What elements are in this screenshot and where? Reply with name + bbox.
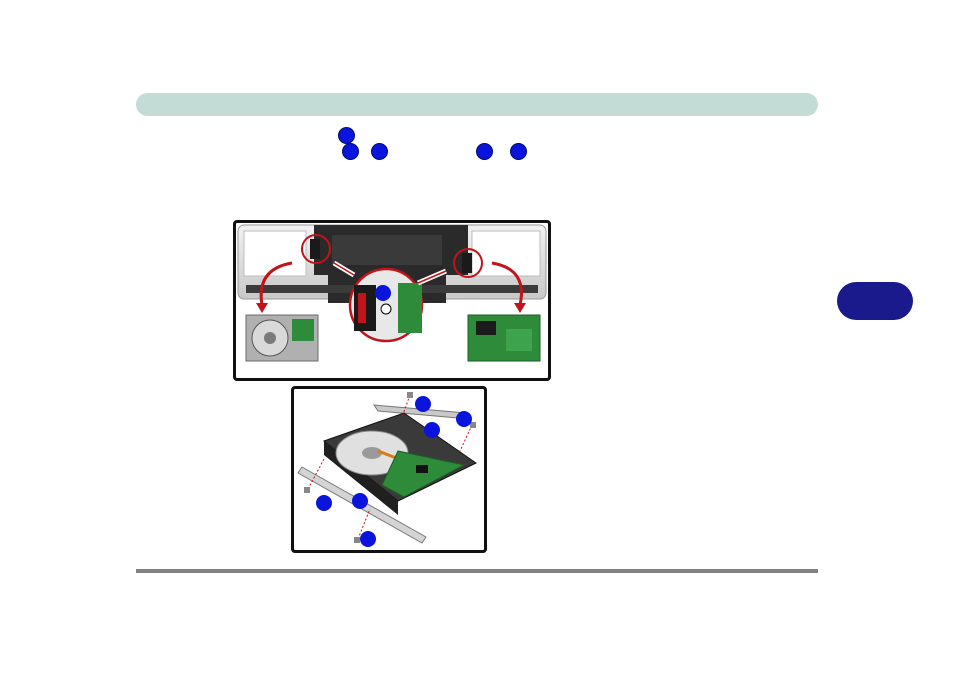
- text-callout-1: [338, 127, 355, 144]
- text-callout-2: [342, 143, 359, 160]
- hdd-removal-figure: [233, 220, 551, 381]
- hdd-bracket-figure: [291, 386, 487, 553]
- figure-b-callout-3: [424, 422, 440, 438]
- footer-rule: [136, 569, 818, 573]
- hdd-bracket-illustration: [294, 389, 484, 550]
- header-bar: [136, 93, 818, 116]
- figure-b-callout-1: [415, 396, 431, 412]
- chapter-tab[interactable]: [837, 282, 913, 320]
- figure-b-callout-4: [316, 495, 332, 511]
- text-callout-4: [476, 143, 493, 160]
- figure-a-callout: [375, 285, 391, 301]
- text-callout-5: [510, 143, 527, 160]
- figure-b-callout-2: [456, 411, 472, 427]
- text-callout-3: [371, 143, 388, 160]
- hdd-removal-illustration: [236, 223, 548, 378]
- figure-b-callout-5: [352, 493, 368, 509]
- figure-b-callout-6: [360, 531, 376, 547]
